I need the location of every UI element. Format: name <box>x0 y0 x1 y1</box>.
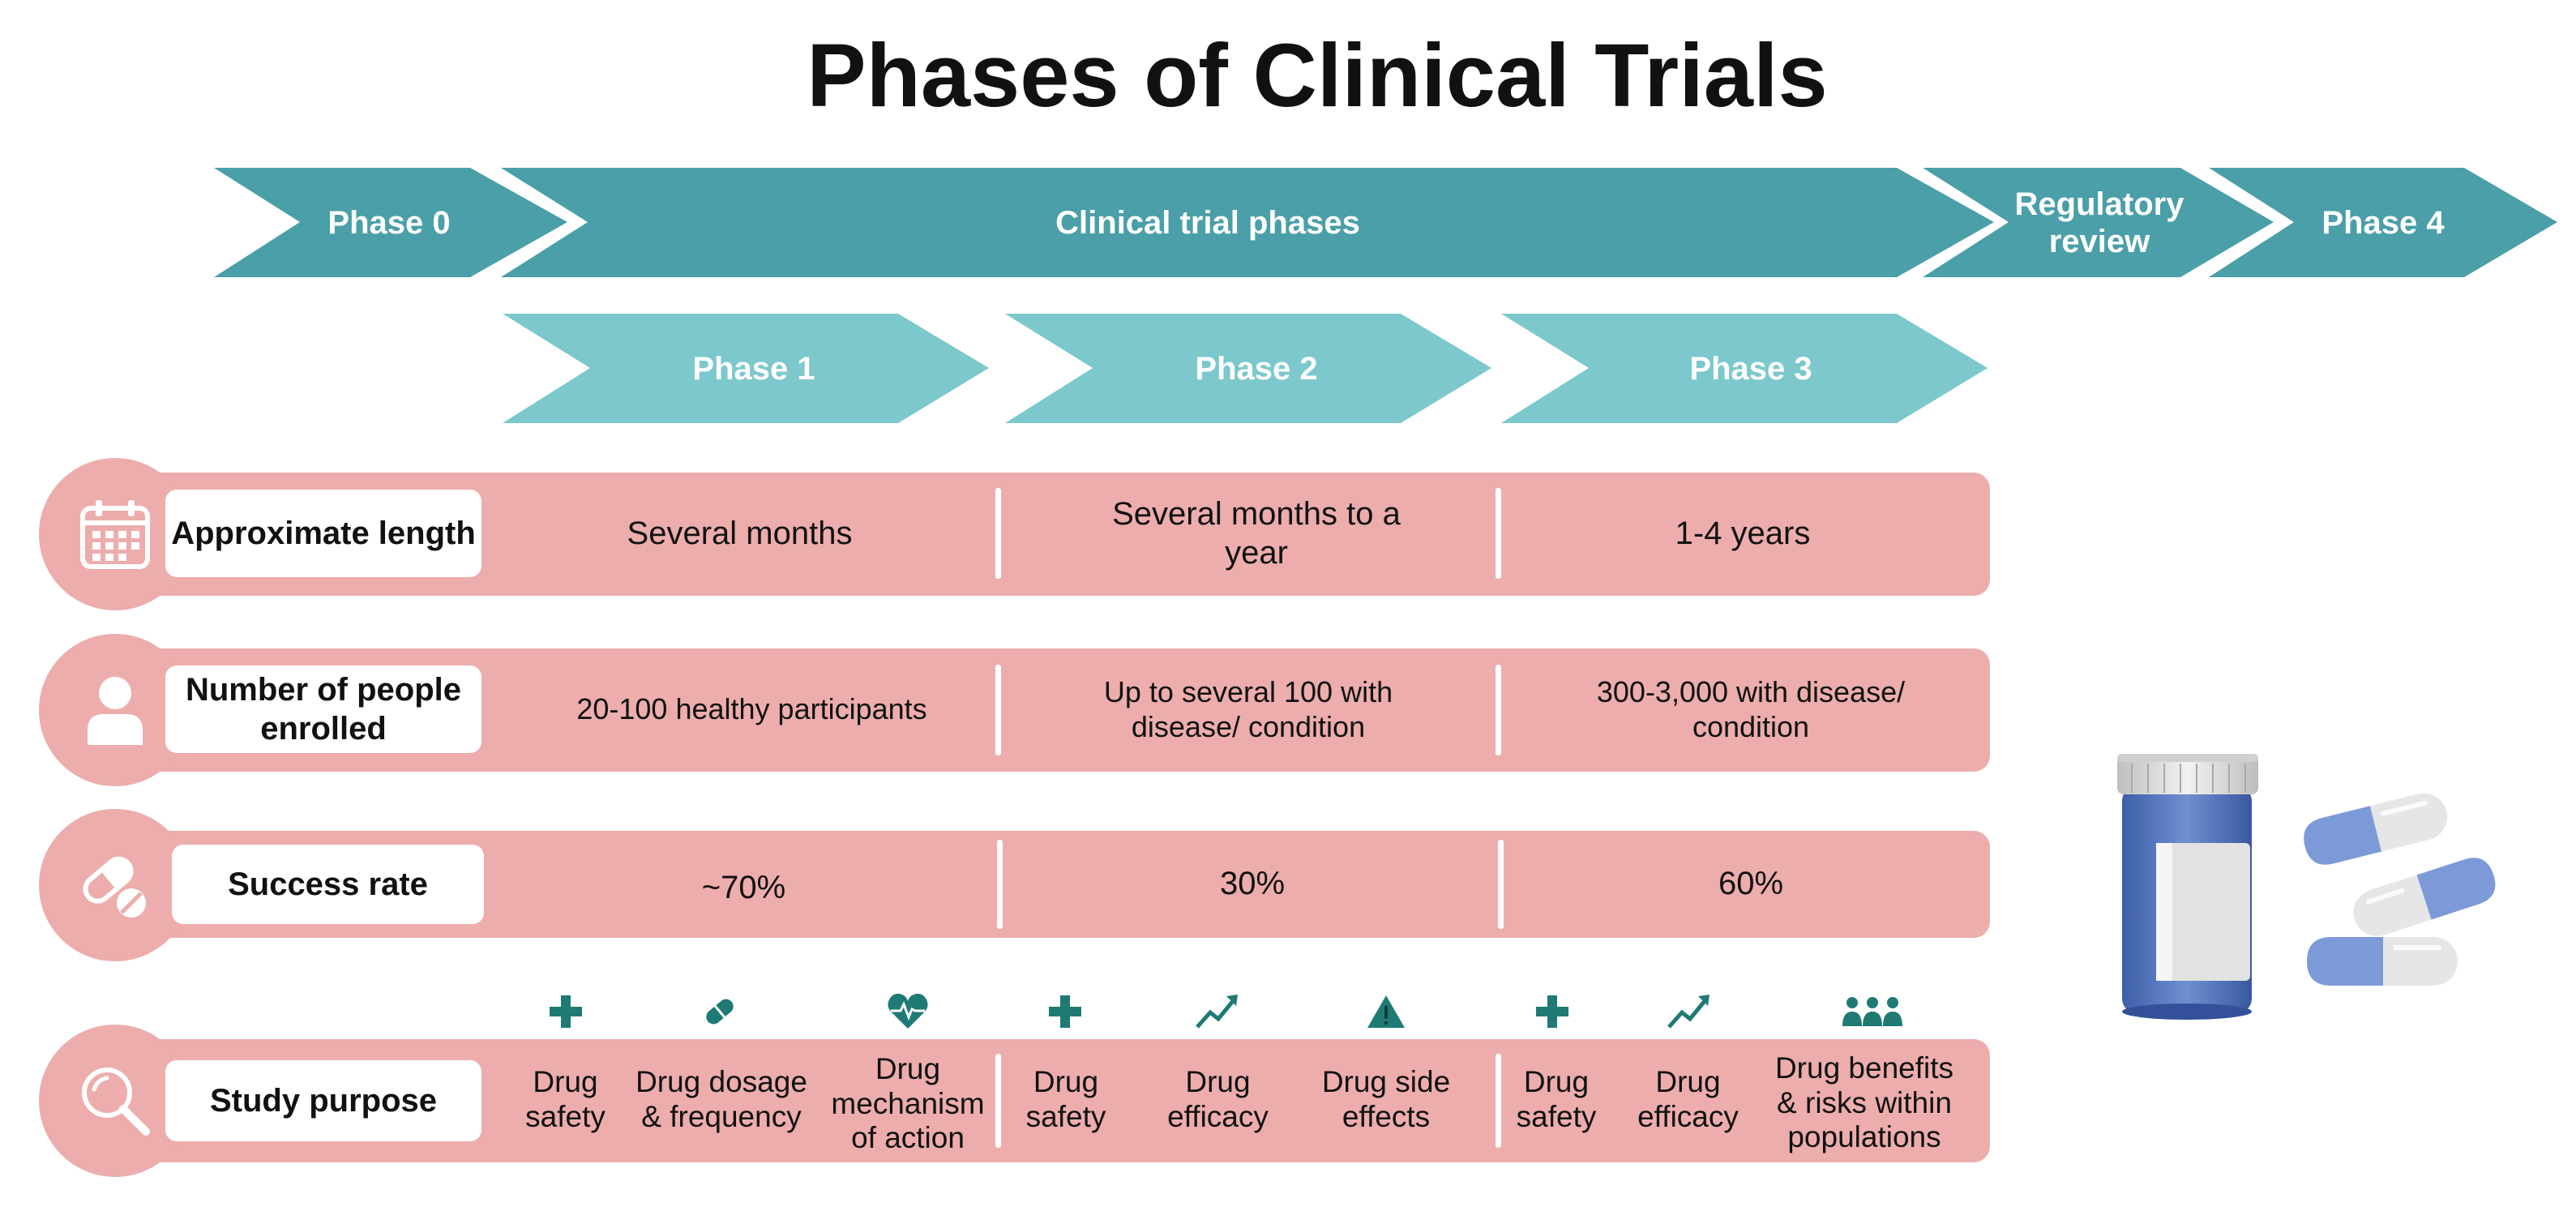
phase-arrows <box>214 168 2557 423</box>
success-phase-3: 60% <box>1718 866 1784 901</box>
purpose-item: Drug mechanism of action <box>831 1052 985 1155</box>
calendar-icon <box>80 500 150 569</box>
purpose-item: Drug efficacy <box>1637 1065 1739 1133</box>
enrolled-phase-3: 300-3,000 with disease/ condition <box>1596 674 1906 743</box>
arrow-label-clinical-trial-phases: Clinical trial phases <box>1055 205 1360 241</box>
divider <box>1498 840 1504 929</box>
length-phase-3: 1-4 years <box>1675 515 1811 551</box>
people-icon <box>1840 987 1905 1036</box>
plus-icon <box>1528 987 1577 1036</box>
row-purpose-label: Study purpose <box>165 1060 481 1141</box>
success-phase-2: 30% <box>1219 866 1286 901</box>
plus-icon <box>541 987 590 1036</box>
divider <box>1496 488 1501 579</box>
arrow-phase-4 <box>2209 168 2557 277</box>
arrow-label-regulatory-review: Regulatory review <box>2014 186 2184 259</box>
trend-up-icon <box>1665 987 1714 1036</box>
divider <box>1496 1054 1501 1148</box>
arrow-label-phase-4: Phase 4 <box>2321 205 2445 241</box>
pill-icon <box>695 987 744 1036</box>
length-phase-1: Several months <box>627 515 853 551</box>
person-icon <box>88 677 143 745</box>
purpose-item: Drug side effects <box>1321 1065 1451 1133</box>
arrow-phase-2 <box>1005 314 1491 423</box>
purpose-item: Drug efficacy <box>1167 1065 1269 1133</box>
arrow-phase-1 <box>503 314 989 423</box>
arrow-label-phase-0: Phase 0 <box>327 205 451 241</box>
magnifier-icon <box>82 1068 150 1136</box>
enrolled-phase-1: 20-100 healthy participants <box>576 692 927 726</box>
enrolled-phase-2: Up to several 100 with disease/ conditio… <box>1103 674 1393 743</box>
divider <box>995 665 1001 755</box>
pills-icon <box>83 856 146 918</box>
divider <box>995 1054 1001 1148</box>
page-title: Phases of Clinical Trials <box>807 26 1828 126</box>
purpose-item: Drug safety <box>1516 1065 1597 1133</box>
arrow-phase-0 <box>214 168 567 277</box>
arrow-phase-3 <box>1501 314 1988 423</box>
length-phase-2: Several months to a year <box>1112 495 1401 571</box>
purpose-item: Drug safety <box>1025 1065 1106 1133</box>
row-length-label: Approximate length <box>165 490 481 577</box>
arrow-label-phase-3: Phase 3 <box>1689 351 1812 387</box>
arrow-label-phase-2: Phase 2 <box>1195 351 1318 387</box>
pill-bottle-illustration <box>2117 754 2496 1020</box>
row-enrolled-label: Number of people enrolled <box>165 665 481 753</box>
warning-icon <box>1362 987 1410 1036</box>
arrow-regulatory-review <box>1923 168 2274 277</box>
divider <box>995 488 1001 579</box>
divider <box>997 840 1003 929</box>
success-phase-1: ~70% <box>701 870 786 905</box>
row-success-icon-circle <box>39 809 191 961</box>
purpose-item: Drug benefits & risks within populations <box>1774 1051 1954 1154</box>
purpose-item: Drug dosage & frequency <box>635 1065 807 1133</box>
plus-icon <box>1041 987 1089 1036</box>
purpose-item: Drug safety <box>525 1065 605 1133</box>
row-success-label: Success rate <box>172 845 484 924</box>
trend-up-icon <box>1193 987 1242 1036</box>
heart-pulse-icon <box>884 987 932 1036</box>
arrow-label-phase-1: Phase 1 <box>692 351 815 387</box>
divider <box>1496 665 1501 755</box>
arrow-clinical-trial-phases <box>501 168 1994 277</box>
